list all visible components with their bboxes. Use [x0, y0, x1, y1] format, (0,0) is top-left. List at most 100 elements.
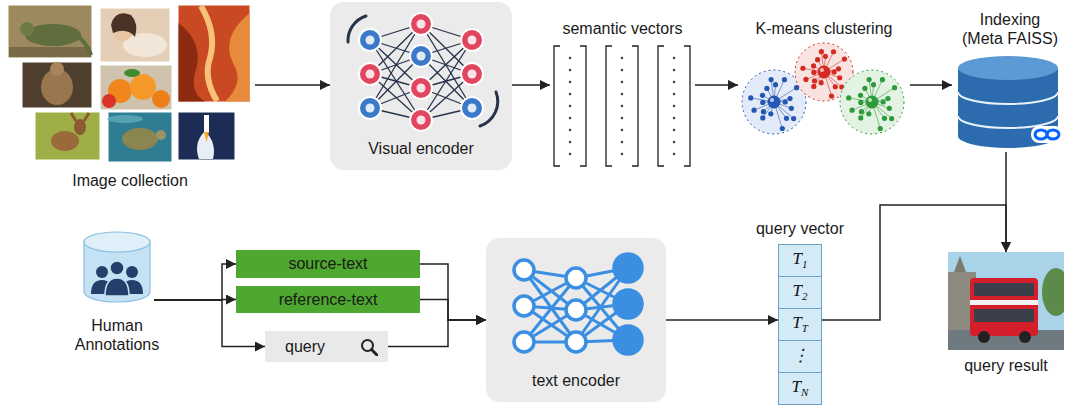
box-label: reference-text	[279, 290, 378, 309]
vector-dot	[569, 81, 571, 83]
vector-dot	[621, 129, 623, 131]
net-neuron	[614, 290, 642, 318]
vector-dot	[673, 129, 675, 131]
art-circle	[417, 116, 426, 125]
vector-dot	[569, 153, 571, 155]
cluster-point	[859, 109, 864, 114]
vector-dot	[673, 57, 675, 59]
connector-arrow	[154, 264, 236, 300]
cluster-point	[803, 77, 808, 82]
photo	[22, 62, 92, 108]
label-holder: semantic vectors	[543, 19, 703, 38]
vector-cell: T2	[778, 276, 822, 309]
art-circle	[868, 98, 872, 102]
art-circle	[156, 130, 166, 140]
vector-bracket	[580, 46, 586, 166]
cluster-point	[880, 77, 885, 82]
cluster-outline	[840, 70, 904, 134]
connector-arrow	[666, 319, 778, 321]
art-circle	[152, 90, 170, 108]
vector-dot	[621, 93, 623, 95]
label-holder: K-means clustering	[739, 19, 909, 38]
vector-dot	[673, 69, 675, 71]
art-path	[225, 13, 250, 102]
cluster-point	[849, 108, 854, 113]
vector-dot	[621, 153, 623, 155]
net-neuron	[410, 13, 432, 35]
art-circle	[20, 22, 34, 36]
node-heading: query vector	[745, 219, 855, 238]
net-neuron	[514, 332, 534, 352]
cluster-point	[764, 86, 769, 91]
vector-cell: TT	[778, 308, 822, 341]
art-rect	[974, 309, 1034, 322]
cluster-point	[811, 84, 816, 89]
cluster-point	[819, 80, 824, 85]
vector-entry: TT	[792, 313, 808, 336]
annotation-database: Human Annotations	[80, 230, 154, 310]
person-icon	[96, 266, 108, 278]
label-holder: query result	[946, 356, 1066, 375]
vector-cell: TN	[778, 372, 822, 405]
cluster-point	[791, 116, 796, 121]
connector-arrow	[512, 84, 550, 86]
net-neuron	[410, 45, 432, 67]
cluster-point	[789, 106, 794, 111]
art-path	[179, 23, 206, 102]
net-neuron	[461, 63, 483, 85]
vector-dot	[673, 117, 675, 119]
art-ellipse	[1042, 268, 1064, 316]
net-neuron	[359, 97, 381, 119]
photo	[8, 5, 92, 58]
node-heading: Indexing (Meta FAISS)	[959, 10, 1061, 48]
cluster-point	[882, 116, 887, 121]
cluster-point	[760, 115, 765, 120]
cluster-point	[773, 82, 778, 87]
net-neuron	[410, 77, 432, 99]
art-circle	[417, 20, 426, 29]
cluster-point	[751, 108, 756, 113]
art-circle	[366, 70, 375, 79]
art-path	[197, 131, 214, 159]
person-icon	[105, 278, 129, 296]
connector-arrow	[695, 84, 738, 86]
net-neuron	[410, 109, 432, 131]
search-icon	[372, 349, 378, 355]
art-circle	[50, 62, 64, 76]
image-collection: Image collection	[5, 3, 255, 165]
cluster-point	[833, 84, 838, 89]
cluster-point	[842, 56, 847, 61]
vector-group-art	[550, 44, 695, 168]
node-heading: K-means clustering	[739, 19, 909, 38]
photo	[100, 8, 170, 62]
node-heading: query result	[946, 356, 1066, 375]
search-icon	[360, 338, 378, 356]
art-ellipse	[124, 69, 140, 77]
label-holder: Human Annotations	[57, 316, 177, 354]
cluster-group-art	[738, 40, 910, 136]
cluster-point	[887, 106, 892, 111]
art-circle	[102, 94, 116, 108]
query-box: query	[265, 331, 388, 362]
connector-arrow	[420, 300, 486, 321]
cluster-point	[862, 86, 867, 91]
cluster-point	[819, 49, 824, 54]
connector-arrow	[910, 84, 952, 86]
vector-dot	[569, 69, 571, 71]
box-label: source-text	[288, 254, 367, 273]
art-rect	[970, 300, 1038, 305]
cluster-point	[837, 75, 842, 80]
net-neuron	[514, 296, 534, 316]
connector-arrow	[420, 264, 486, 320]
photo	[178, 112, 235, 160]
image-collection-art	[5, 3, 255, 165]
art-circle	[1019, 331, 1031, 343]
label-holder: Image collection	[50, 171, 210, 190]
art-circle	[130, 74, 156, 100]
art-ellipse	[74, 119, 86, 135]
cluster-point	[823, 54, 828, 59]
label-holder: Indexing (Meta FAISS)	[959, 10, 1061, 48]
cluster-point	[811, 63, 816, 68]
art-path	[954, 256, 966, 272]
